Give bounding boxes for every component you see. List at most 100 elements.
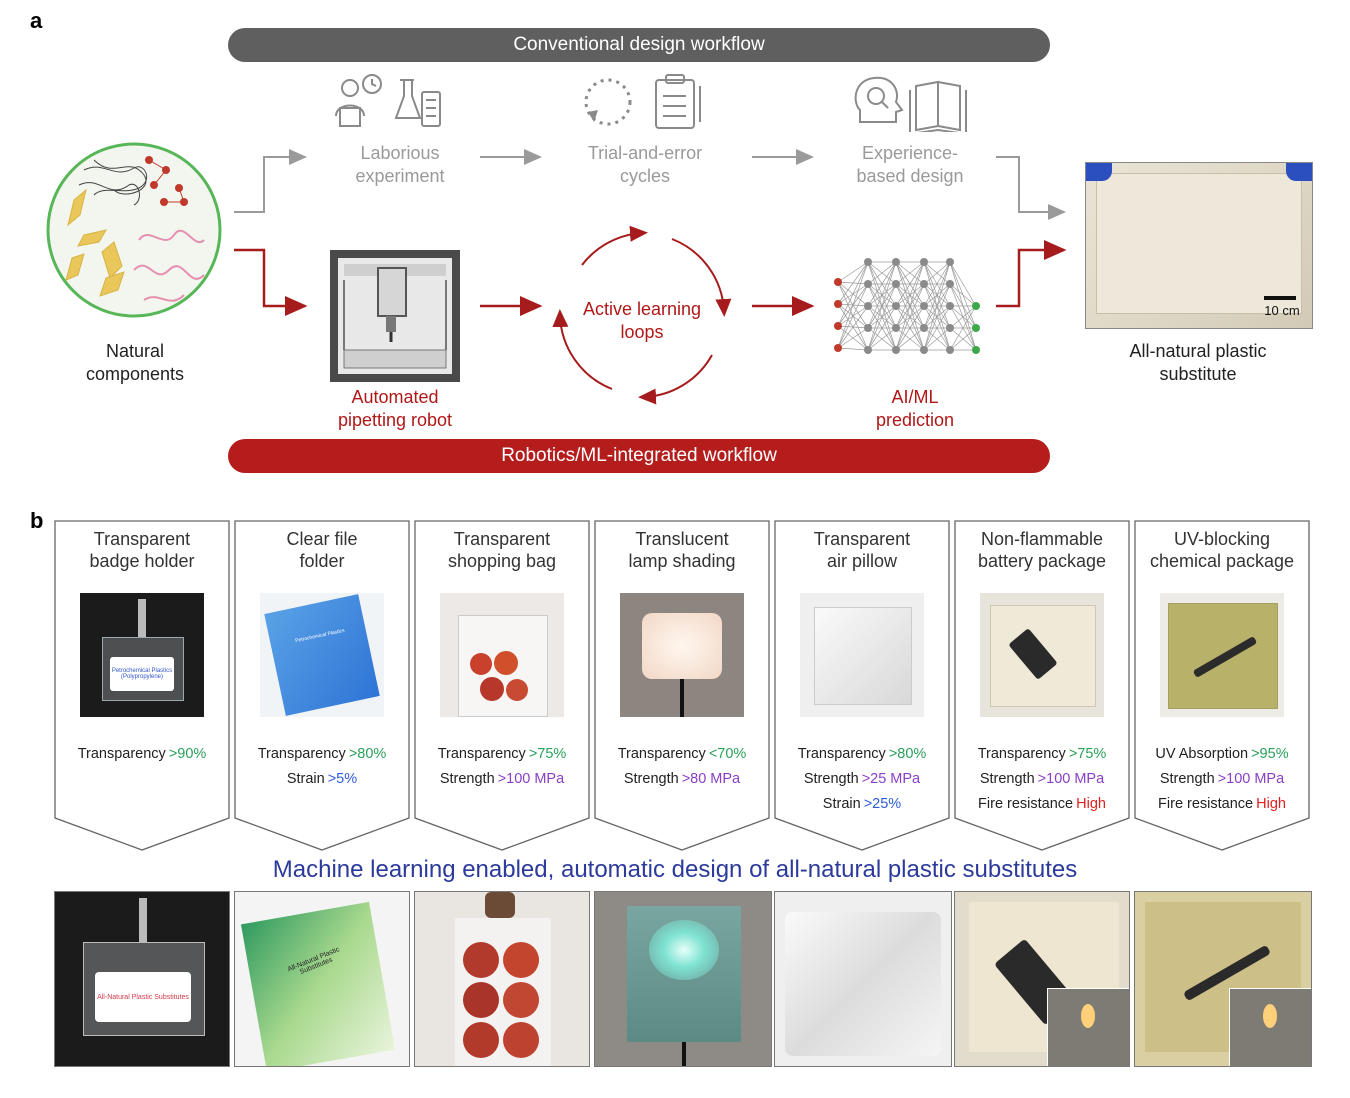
experience-design-icon: [854, 76, 967, 132]
robot-label-2: pipetting robot: [337, 410, 453, 430]
property-row: Strength>80 MPa: [594, 767, 770, 792]
robot-label-1: Automated: [351, 387, 439, 407]
nn-node: [920, 258, 928, 266]
card-properties: Transparency>90%: [54, 742, 230, 767]
property-label: Strength: [439, 771, 495, 787]
panel-a-letter: a: [30, 8, 43, 33]
card-title-line2: chemical package: [1149, 551, 1295, 571]
property-value: High: [1256, 796, 1286, 812]
card-title-line1: Clear file: [286, 529, 358, 549]
property-label: Strain: [822, 796, 861, 812]
card-title-line2: lamp shading: [628, 551, 736, 571]
property-row: Transparency>80%: [234, 742, 410, 767]
bottom-photo-text: All-Natural Plastic Substitutes: [95, 972, 191, 1022]
nn-edge: [923, 305, 951, 351]
nn-edge: [867, 283, 897, 351]
nn-node: [920, 280, 928, 288]
conventional-workflow-banner: Conventional design workflow: [228, 28, 1050, 62]
nn-node: [972, 302, 980, 310]
nn-node: [946, 280, 954, 288]
nn-node: [834, 300, 842, 308]
natural-components-icon: [46, 142, 222, 318]
nn-edge: [867, 305, 897, 351]
nn-edge: [895, 261, 925, 329]
active-learning-loop-icon: [552, 225, 732, 405]
nn-node: [946, 324, 954, 332]
product-card: Non-flammable battery package Transparen…: [954, 520, 1130, 852]
trial-cycle-icon: [584, 74, 701, 129]
property-row: Transparency>75%: [414, 742, 590, 767]
nn-edge: [837, 261, 869, 305]
product-card: Transparent air pillow Transparency>80%S…: [774, 520, 950, 852]
nn-edge: [923, 261, 951, 351]
card-properties: Transparency<70% Strength>80 MPa: [594, 742, 770, 792]
nn-node: [946, 346, 954, 354]
card-title-line2: badge holder: [89, 551, 195, 571]
result-label-1: All-natural plastic: [1129, 341, 1267, 361]
product-card: UV-blocking chemical package UV Absorpti…: [1134, 520, 1310, 852]
final-product-photo: All-Natural Plastic Substitutes: [54, 891, 230, 1067]
property-label: Transparency: [437, 746, 526, 762]
property-value: >80 MPa: [681, 771, 741, 787]
nn-node: [834, 322, 842, 330]
nn-node: [892, 346, 900, 354]
nn-node: [834, 278, 842, 286]
natural-components-label-2: components: [85, 364, 185, 384]
card-product-photo: [440, 593, 564, 717]
nn-edge: [837, 283, 869, 349]
nn-node: [946, 302, 954, 310]
nn-edge: [895, 261, 925, 285]
final-product-photo: [414, 891, 590, 1067]
conventional-step-2-line1: Trial-and-error: [587, 143, 703, 163]
nn-edge: [895, 261, 925, 307]
nn-node: [892, 324, 900, 332]
nn-node: [892, 302, 900, 310]
card-product-photo: [1160, 593, 1284, 717]
pipetting-robot-icon: [330, 250, 460, 382]
property-row: UV Absorption>95%: [1134, 742, 1310, 767]
property-value: >75%: [1068, 746, 1107, 762]
product-card: Transparent shopping bag Transparency>75…: [414, 520, 590, 852]
property-row: Strain>5%: [234, 767, 410, 792]
nn-edge: [837, 261, 869, 349]
neural-network-icon: [834, 258, 980, 354]
headline: Machine learning enabled, automatic desi…: [272, 856, 1078, 883]
scale-bar-label: 10 cm: [1264, 303, 1300, 318]
property-value: <70%: [708, 746, 747, 762]
property-value: >80%: [888, 746, 927, 762]
card-title-line1: Transparent: [93, 529, 191, 549]
property-value: >80%: [348, 746, 387, 762]
panel-b-letter: b: [30, 508, 44, 533]
conventional-step-3-line2: based design: [856, 166, 964, 186]
property-value: >100 MPa: [497, 771, 565, 787]
card-product-photo: Petrochemical Plastics: [260, 593, 384, 717]
property-value: >25 MPa: [861, 771, 921, 787]
nn-node: [920, 302, 928, 310]
property-label: Strength: [979, 771, 1035, 787]
loop-label-1: Active learning: [582, 299, 702, 319]
product-card: Clear file folder Petrochemical Plastics…: [234, 520, 410, 852]
conventional-step-1-line2: experiment: [355, 166, 445, 186]
nn-edge: [837, 327, 869, 349]
property-row: Strength>100 MPa: [954, 767, 1130, 792]
nn-node: [892, 258, 900, 266]
nn-edge: [867, 261, 897, 329]
robotics-workflow-banner: Robotics/ML-integrated workflow: [228, 439, 1050, 473]
ai-label-1: AI/ML: [891, 387, 939, 407]
property-row: Transparency>80%: [774, 742, 950, 767]
nn-edge: [949, 283, 977, 307]
final-product-photo: [1134, 891, 1312, 1067]
plastic-substitute-photo: 10 cm: [1085, 162, 1313, 329]
property-row: Transparency>75%: [954, 742, 1130, 767]
card-title-line2: shopping bag: [447, 551, 557, 571]
property-label: Transparency: [617, 746, 706, 762]
nn-edge: [923, 283, 951, 351]
card-product-photo: [980, 593, 1104, 717]
nn-edge: [949, 327, 977, 351]
nn-edge: [949, 261, 977, 307]
nn-node: [946, 258, 954, 266]
nn-node: [920, 324, 928, 332]
nn-edge: [895, 305, 925, 351]
